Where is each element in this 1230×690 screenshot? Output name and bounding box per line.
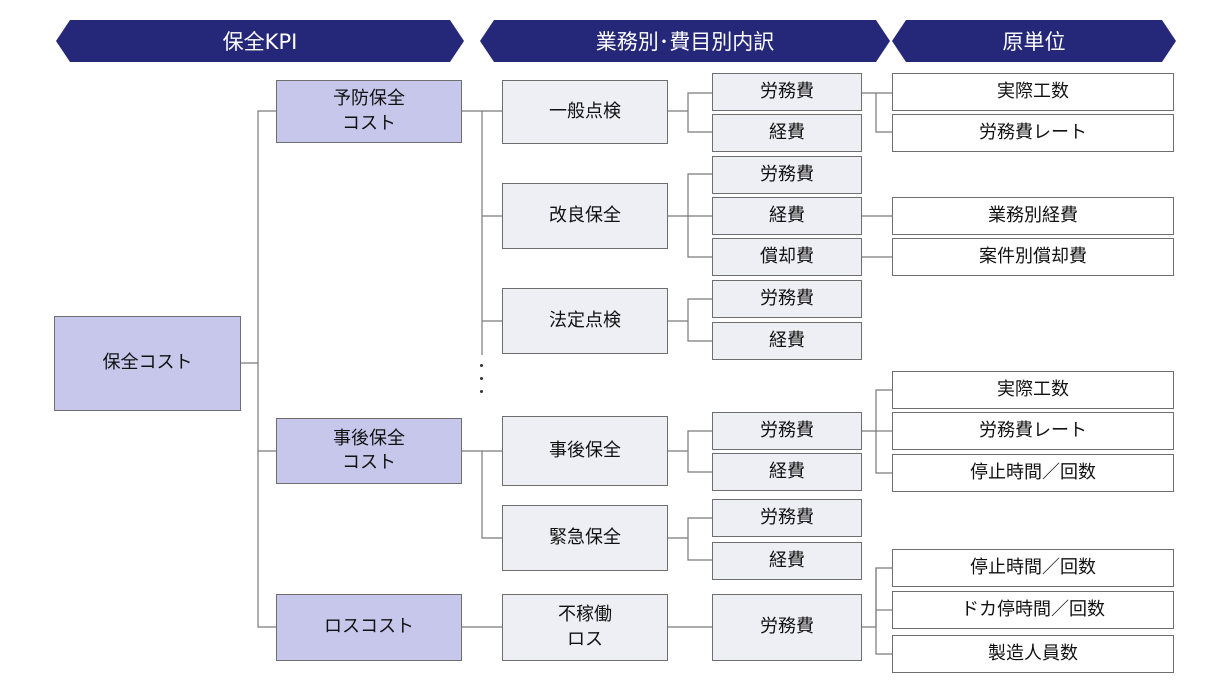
unit-actual-hours: 実際工数 [892, 73, 1174, 111]
unit-stop-time-count: 停止時間／回数 [892, 454, 1174, 492]
header-breakdown: 業務別･費目別内訳 [480, 20, 890, 62]
cost-corrective-expense: 経費 [712, 453, 862, 491]
category-preventive: 予防保全 コスト [276, 80, 462, 143]
cost-improve-labor: 労務費 [712, 156, 862, 194]
cost-downtime-labor: 労務費 [712, 594, 862, 661]
ellipsis-indicator [477, 364, 485, 403]
root-node: 保全コスト [54, 316, 241, 411]
unit-labor-rate-corrective: 労務費レート [892, 412, 1174, 450]
unit-stop-time-count-loss: 停止時間／回数 [892, 549, 1174, 587]
unit-project-depreciation: 案件別償却費 [892, 238, 1174, 276]
cost-improve-expense: 経費 [712, 197, 862, 235]
cost-general-expense: 経費 [712, 114, 862, 152]
cost-improve-depreciation: 償却費 [712, 238, 862, 276]
header-kpi: 保全KPI [56, 20, 464, 62]
task-emergency: 緊急保全 [502, 505, 668, 571]
category-loss: ロスコスト [276, 594, 462, 661]
unit-labor-rate: 労務費レート [892, 114, 1174, 152]
cost-corrective-labor: 労務費 [712, 412, 862, 450]
task-legal-inspection: 法定点検 [502, 288, 668, 354]
task-improvement: 改良保全 [502, 183, 668, 249]
unit-minor-stop-time-count: ドカ停時間／回数 [892, 591, 1174, 629]
cost-legal-expense: 経費 [712, 322, 862, 360]
cost-emergency-expense: 経費 [712, 542, 862, 580]
unit-task-expense: 業務別経費 [892, 197, 1174, 235]
unit-actual-hours-corrective: 実際工数 [892, 371, 1174, 409]
cost-legal-labor: 労務費 [712, 280, 862, 318]
cost-general-labor: 労務費 [712, 73, 862, 111]
task-general-inspection: 一般点検 [502, 80, 668, 144]
category-corrective: 事後保全 コスト [276, 418, 462, 484]
task-downtime-loss: 不稼働 ロス [502, 594, 668, 661]
header-unit: 原単位 [892, 20, 1176, 62]
cost-emergency-labor: 労務費 [712, 499, 862, 537]
unit-production-staff-count: 製造人員数 [892, 635, 1174, 673]
task-corrective: 事後保全 [502, 416, 668, 486]
